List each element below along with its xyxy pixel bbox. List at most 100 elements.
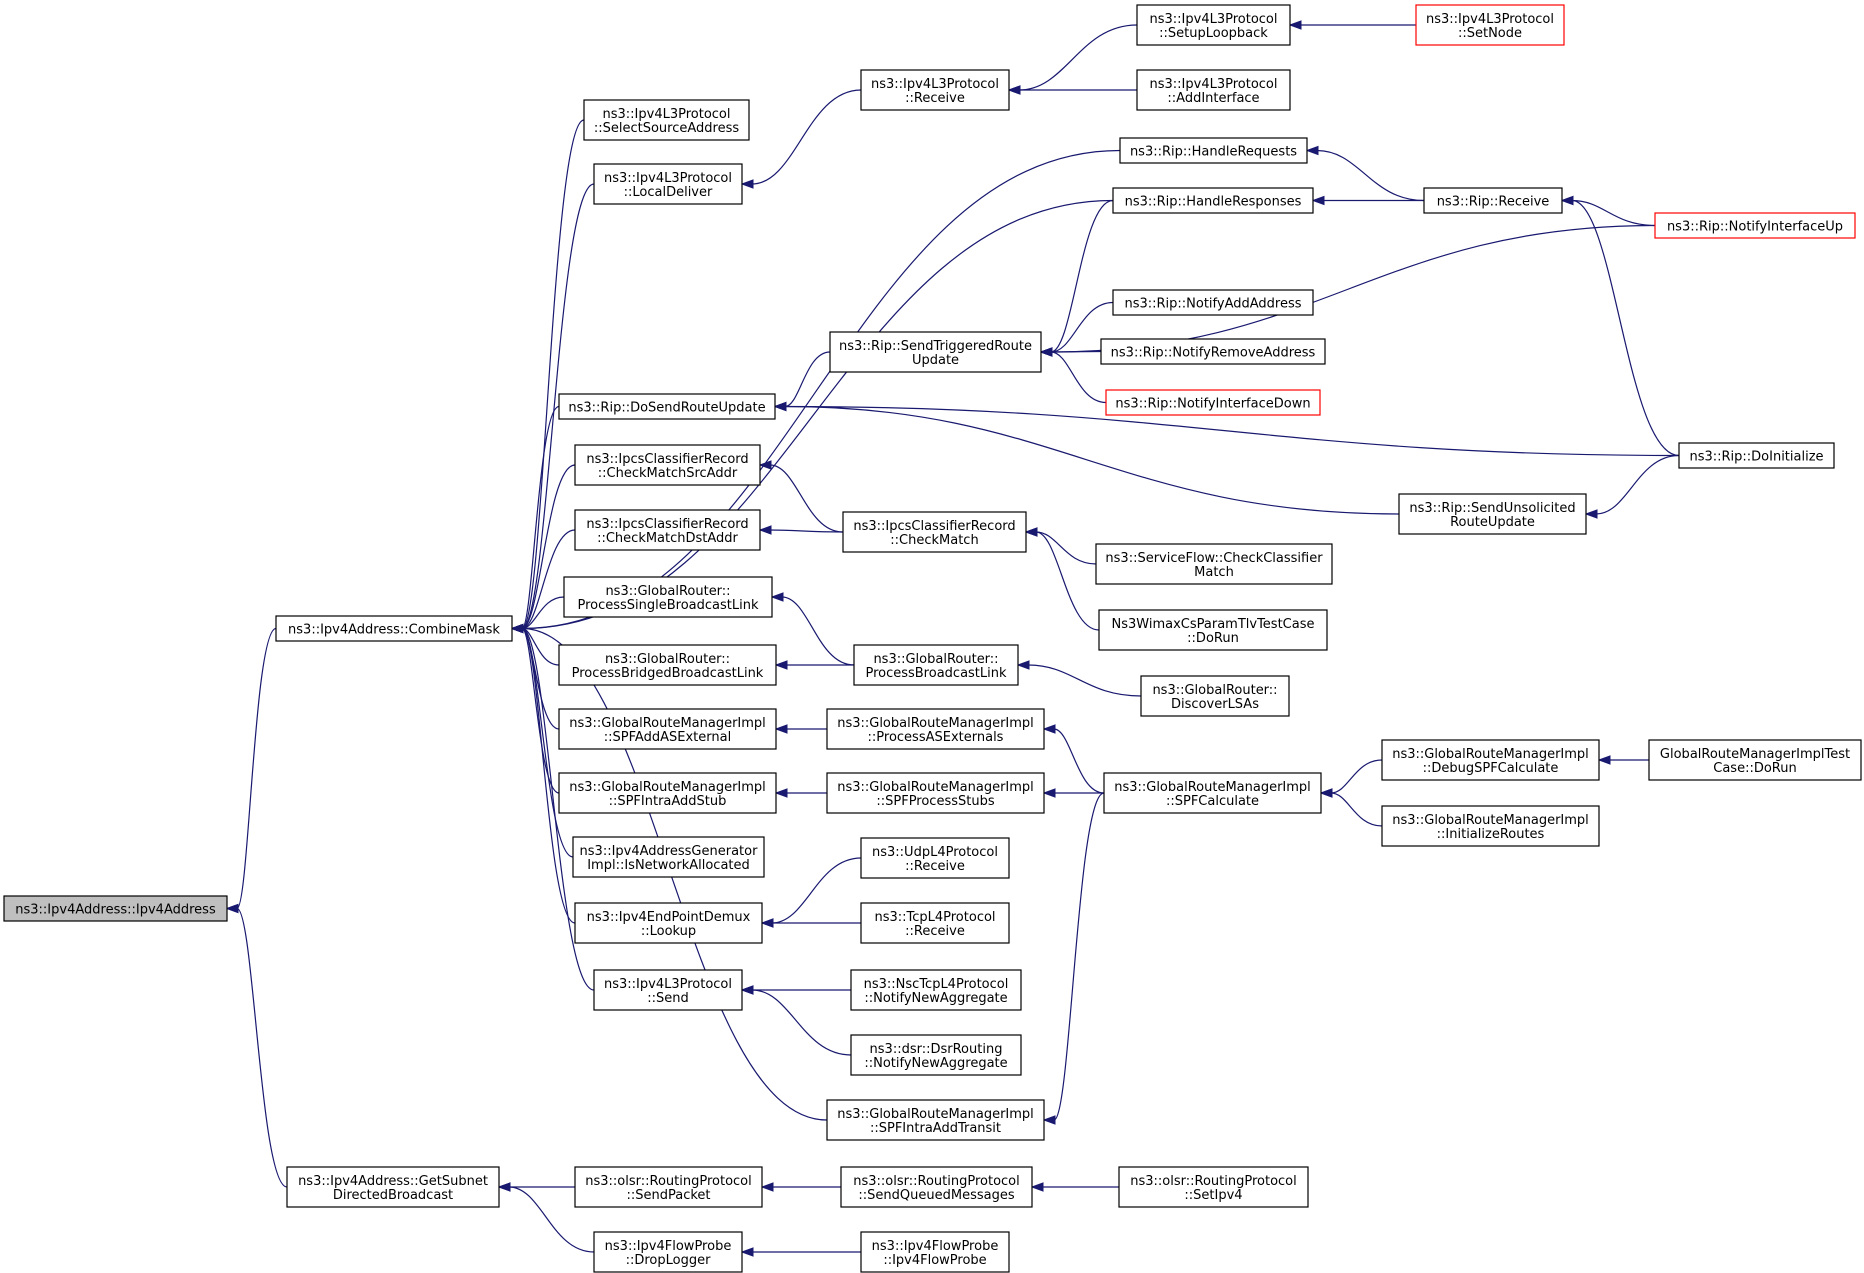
node-box[interactable] — [860, 837, 1010, 879]
node-box[interactable] — [572, 836, 765, 878]
node-root[interactable]: ns3::Ipv4Address::Ipv4Address — [3, 895, 228, 922]
node-box[interactable] — [853, 644, 1019, 686]
node-box[interactable] — [558, 708, 777, 750]
node-setnode[interactable]: ns3::Ipv4L3Protocol::SetNode — [1415, 4, 1565, 46]
node-procbridged[interactable]: ns3::GlobalRouter::ProcessBridgedBroadca… — [558, 644, 777, 686]
node-box[interactable] — [558, 644, 777, 686]
node-box[interactable] — [1100, 338, 1326, 365]
node-lookup[interactable]: ns3::Ipv4EndPointDemux::Lookup — [574, 902, 763, 944]
node-tcprecv[interactable]: ns3::TcpL4Protocol::Receive — [860, 902, 1010, 944]
node-box[interactable] — [286, 1166, 500, 1208]
node-setuploopback[interactable]: ns3::Ipv4L3Protocol::SetupLoopback — [1136, 4, 1291, 46]
node-procsinglebc[interactable]: ns3::GlobalRouter::ProcessSingleBroadcas… — [563, 576, 773, 618]
node-handlereq[interactable]: ns3::Rip::HandleRequests — [1119, 137, 1308, 164]
node-box[interactable] — [574, 444, 761, 486]
node-box[interactable] — [1112, 187, 1314, 214]
node-box[interactable] — [1118, 1166, 1309, 1208]
node-notifyifdown[interactable]: ns3::Rip::NotifyInterfaceDown — [1105, 389, 1321, 416]
node-box[interactable] — [860, 1231, 1010, 1273]
node-spfintratransit[interactable]: ns3::GlobalRouteManagerImpl::SPFIntraAdd… — [826, 1099, 1045, 1141]
node-box[interactable] — [1415, 4, 1565, 46]
node-box[interactable] — [1103, 772, 1322, 814]
node-box[interactable] — [842, 511, 1027, 553]
node-handleresp[interactable]: ns3::Rip::HandleResponses — [1112, 187, 1314, 214]
node-box[interactable] — [1105, 389, 1321, 416]
node-box[interactable] — [860, 69, 1010, 111]
node-olsrsendpacket[interactable]: ns3::olsr::RoutingProtocol::SendPacket — [574, 1166, 763, 1208]
node-box[interactable] — [1398, 493, 1587, 535]
node-send[interactable]: ns3::Ipv4L3Protocol::Send — [593, 969, 743, 1011]
node-notifyaddaddr[interactable]: ns3::Rip::NotifyAddAddress — [1112, 289, 1314, 316]
node-box[interactable] — [840, 1166, 1033, 1208]
node-wimaxtest[interactable]: Ns3WimaxCsParamTlvTestCase::DoRun — [1098, 609, 1328, 651]
node-ripdoinit[interactable]: ns3::Rip::DoInitialize — [1678, 442, 1835, 469]
node-ripreceive[interactable]: ns3::Rip::Receive — [1423, 187, 1563, 214]
node-checkmatch[interactable]: ns3::IpcsClassifierRecord::CheckMatch — [842, 511, 1027, 553]
node-box[interactable] — [593, 163, 743, 205]
node-addinterface[interactable]: ns3::Ipv4L3Protocol::AddInterface — [1136, 69, 1291, 111]
node-box[interactable] — [574, 902, 763, 944]
node-droplogger[interactable]: ns3::Ipv4FlowProbe::DropLogger — [593, 1231, 743, 1273]
node-selectsrc[interactable]: ns3::Ipv4L3Protocol::SelectSourceAddress — [583, 99, 750, 141]
node-dsr[interactable]: ns3::dsr::DsrRouting::NotifyNewAggregate — [850, 1034, 1022, 1076]
node-box[interactable] — [583, 99, 750, 141]
node-notifyifup[interactable]: ns3::Rip::NotifyInterfaceUp — [1654, 212, 1856, 239]
node-initroutes[interactable]: ns3::GlobalRouteManagerImpl::InitializeR… — [1381, 805, 1600, 847]
node-olsrsetipv4[interactable]: ns3::olsr::RoutingProtocol::SetIpv4 — [1118, 1166, 1309, 1208]
node-box[interactable] — [275, 615, 513, 642]
node-box[interactable] — [563, 576, 773, 618]
node-spfaddas[interactable]: ns3::GlobalRouteManagerImpl::SPFAddASExt… — [558, 708, 777, 750]
node-debugspf[interactable]: ns3::GlobalRouteManagerImpl::DebugSPFCal… — [1381, 739, 1600, 781]
node-box[interactable] — [1678, 442, 1835, 469]
node-box[interactable] — [558, 393, 776, 420]
node-checkdst[interactable]: ns3::IpcsClassifierRecord::CheckMatchDst… — [574, 509, 761, 551]
node-box[interactable] — [850, 969, 1022, 1011]
node-box[interactable] — [1423, 187, 1563, 214]
node-box[interactable] — [829, 331, 1042, 373]
node-getsubnet[interactable]: ns3::Ipv4Address::GetSubnetDirectedBroad… — [286, 1166, 500, 1208]
node-box[interactable] — [593, 1231, 743, 1273]
node-box[interactable] — [826, 772, 1045, 814]
node-box[interactable] — [1136, 69, 1291, 111]
node-flowprobe[interactable]: ns3::Ipv4FlowProbe::Ipv4FlowProbe — [860, 1231, 1010, 1273]
node-box[interactable] — [3, 895, 228, 922]
node-localdeliver[interactable]: ns3::Ipv4L3Protocol::LocalDeliver — [593, 163, 743, 205]
node-checksrc[interactable]: ns3::IpcsClassifierRecord::CheckMatchSrc… — [574, 444, 761, 486]
node-box[interactable] — [826, 708, 1045, 750]
node-box[interactable] — [574, 1166, 763, 1208]
node-box[interactable] — [1648, 739, 1862, 781]
node-dosendroute[interactable]: ns3::Rip::DoSendRouteUpdate — [558, 393, 776, 420]
node-box[interactable] — [860, 902, 1010, 944]
node-nsctcp[interactable]: ns3::NscTcpL4Protocol::NotifyNewAggregat… — [850, 969, 1022, 1011]
node-box[interactable] — [1098, 609, 1328, 651]
node-discoverlsas[interactable]: ns3::GlobalRouter::DiscoverLSAs — [1140, 675, 1290, 717]
node-box[interactable] — [1140, 675, 1290, 717]
node-combinemask[interactable]: ns3::Ipv4Address::CombineMask — [275, 615, 513, 642]
node-spfprocstubs[interactable]: ns3::GlobalRouteManagerImpl::SPFProcessS… — [826, 772, 1045, 814]
node-olsrqueued[interactable]: ns3::olsr::RoutingProtocol::SendQueuedMe… — [840, 1166, 1033, 1208]
node-procbc[interactable]: ns3::GlobalRouter::ProcessBroadcastLink — [853, 644, 1019, 686]
node-box[interactable] — [1136, 4, 1291, 46]
node-spfcalc[interactable]: ns3::GlobalRouteManagerImpl::SPFCalculat… — [1103, 772, 1322, 814]
node-box[interactable] — [826, 1099, 1045, 1141]
node-ipv4receive[interactable]: ns3::Ipv4L3Protocol::Receive — [860, 69, 1010, 111]
node-box[interactable] — [558, 772, 777, 814]
node-box[interactable] — [1095, 543, 1333, 585]
node-box[interactable] — [1381, 739, 1600, 781]
node-box[interactable] — [593, 969, 743, 1011]
node-udprecv[interactable]: ns3::UdpL4Protocol::Receive — [860, 837, 1010, 879]
node-box[interactable] — [574, 509, 761, 551]
node-box[interactable] — [1112, 289, 1314, 316]
node-spfintrastub[interactable]: ns3::GlobalRouteManagerImpl::SPFIntraAdd… — [558, 772, 777, 814]
node-notifyremaddr[interactable]: ns3::Rip::NotifyRemoveAddress — [1100, 338, 1326, 365]
node-procasext[interactable]: ns3::GlobalRouteManagerImpl::ProcessASEx… — [826, 708, 1045, 750]
node-isnetalloc[interactable]: ns3::Ipv4AddressGeneratorImpl::IsNetwork… — [572, 836, 765, 878]
node-box[interactable] — [1654, 212, 1856, 239]
node-box[interactable] — [850, 1034, 1022, 1076]
node-box[interactable] — [1381, 805, 1600, 847]
node-box[interactable] — [1119, 137, 1308, 164]
